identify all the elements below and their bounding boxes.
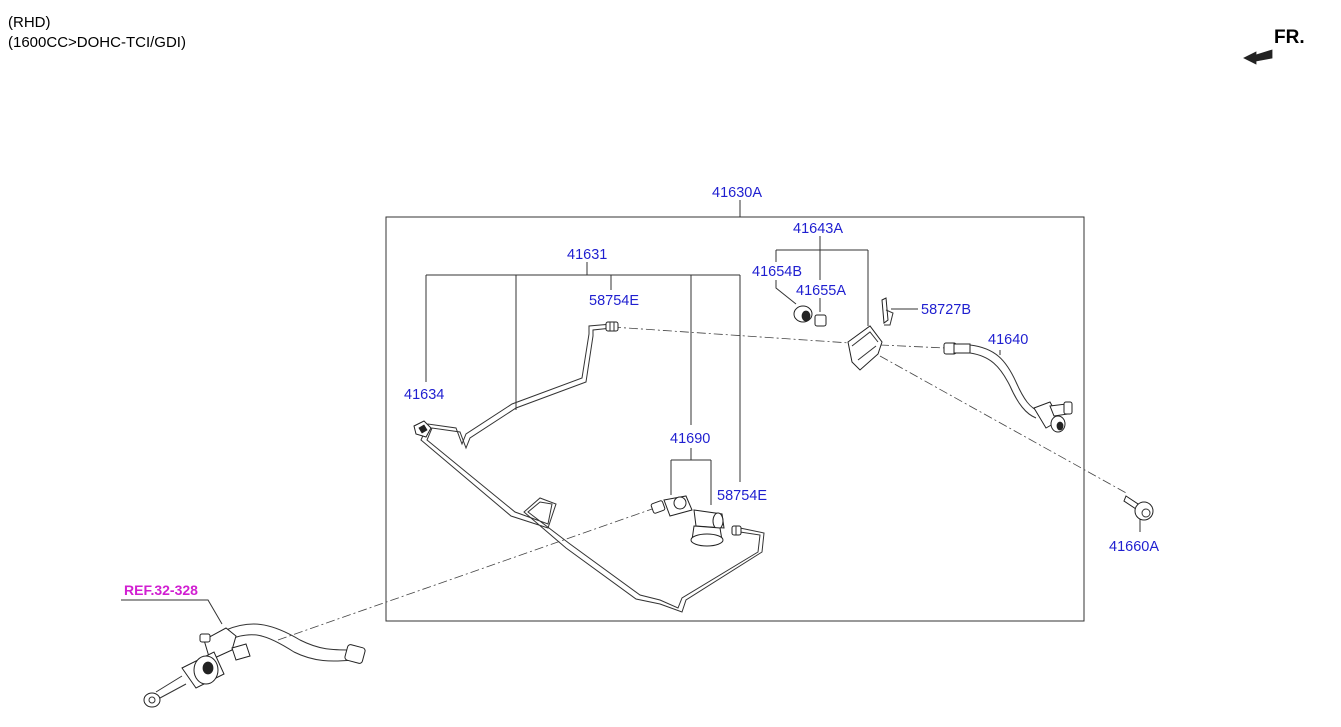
fitting-58754E-top (605, 321, 619, 332)
label-41630A: 41630A (712, 185, 762, 201)
bracket-41643A (847, 325, 883, 371)
label-58727B: 58727B (921, 302, 971, 318)
clutch-pipe-41631 (420, 323, 765, 613)
clip-41634 (413, 420, 432, 438)
label-58754E-bottom: 58754E (717, 488, 767, 504)
label-41631: 41631 (567, 247, 607, 263)
hose-41640 (943, 342, 1073, 433)
label-41654B: 41654B (752, 264, 802, 280)
clutch-master-cylinder (143, 623, 366, 708)
union-41690 (650, 495, 725, 547)
label-41640: 41640 (988, 332, 1028, 348)
front-direction-arrow-icon (1243, 49, 1273, 65)
reference-link-32-328[interactable]: REF.32-328 (124, 582, 198, 598)
bolt-41660A (1123, 495, 1154, 521)
fitting-58754E-bottom (731, 525, 742, 536)
leader-41643A (775, 236, 869, 326)
front-direction-label: FR. (1274, 27, 1305, 48)
leader-41690 (670, 448, 712, 505)
collar-41655A (814, 314, 827, 327)
header-rhd: (RHD) (8, 14, 51, 31)
label-41690: 41690 (670, 431, 710, 447)
header-engine-spec: (1600CC>DOHC-TCI/GDI) (8, 34, 186, 51)
label-41634: 41634 (404, 387, 444, 403)
label-41655A: 41655A (796, 283, 846, 299)
clip-58727B (881, 297, 894, 326)
leader-41631 (425, 262, 741, 482)
label-58754E-top: 58754E (589, 293, 639, 309)
assembly-frame (385, 216, 1085, 622)
label-41643A: 41643A (793, 221, 843, 237)
label-41660A: 41660A (1109, 539, 1159, 555)
bushing-41654B (793, 305, 813, 323)
